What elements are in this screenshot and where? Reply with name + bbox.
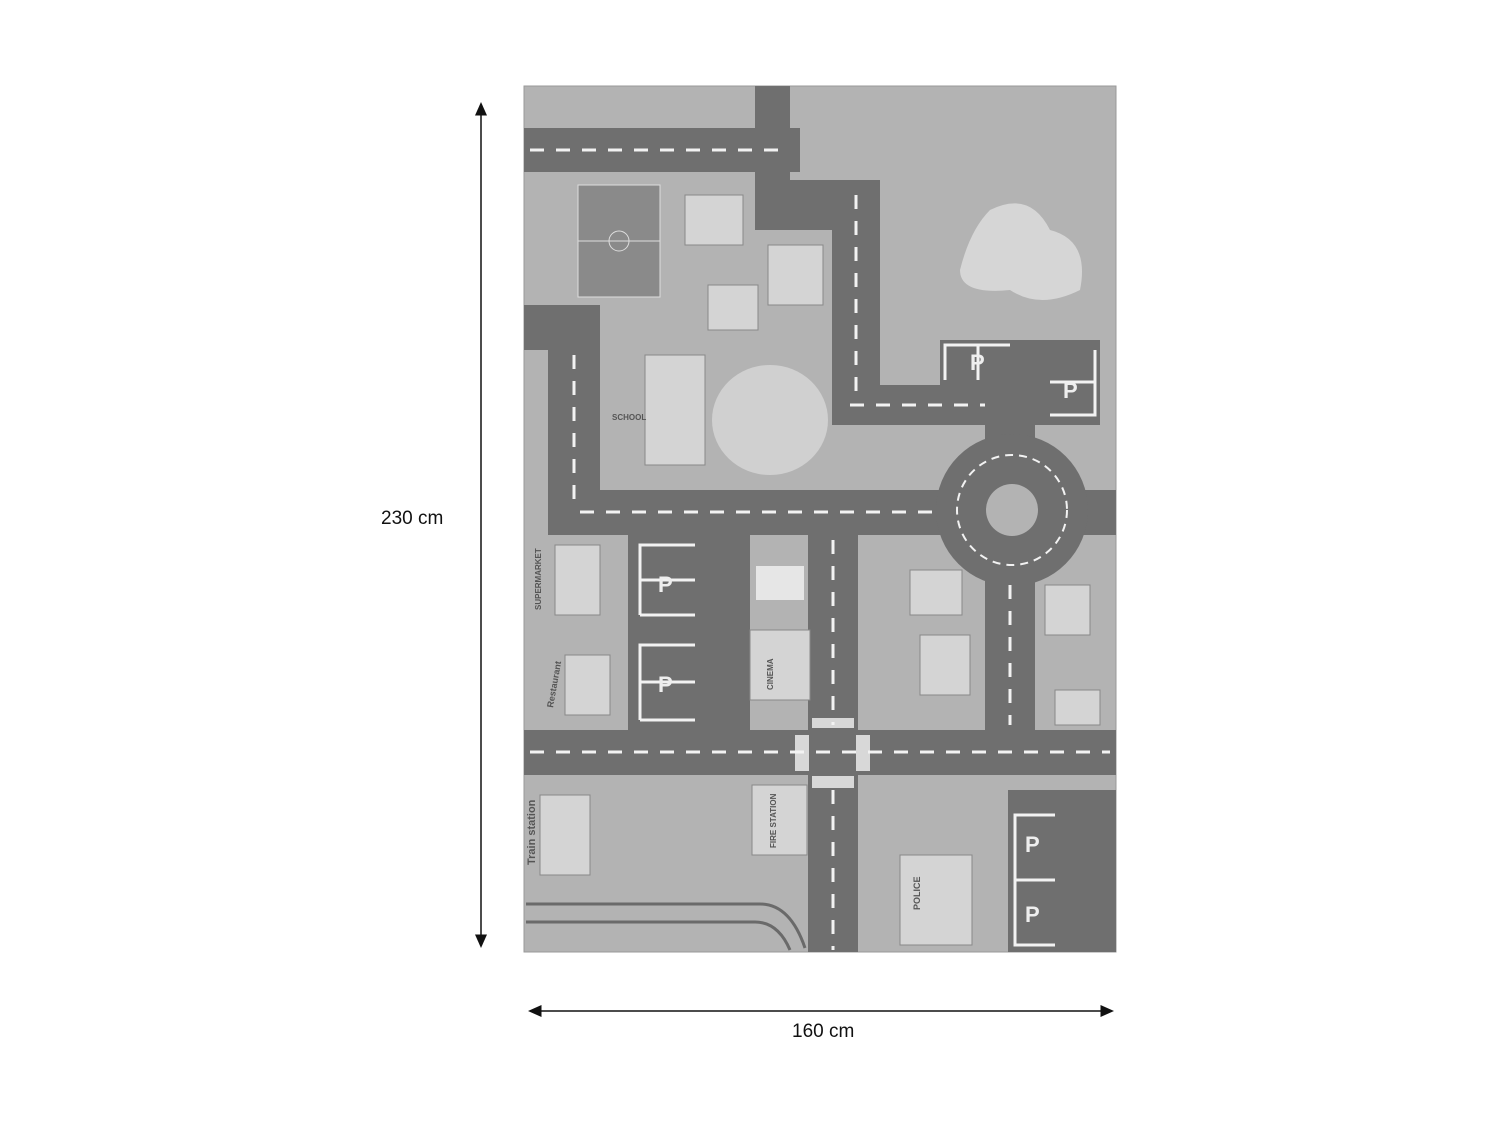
playground bbox=[712, 365, 828, 475]
parking-label: P bbox=[970, 350, 985, 375]
supermarket-label: SUPERMARKET bbox=[534, 548, 543, 610]
parking-label: P bbox=[658, 672, 673, 697]
train-station-label: Train station bbox=[526, 799, 538, 865]
cinema-label: CINEMA bbox=[766, 658, 775, 690]
roads bbox=[524, 86, 1116, 952]
railway bbox=[526, 902, 807, 951]
parking-label: P bbox=[658, 572, 673, 597]
police-label: POLICE bbox=[912, 876, 922, 910]
width-label: 160 cm bbox=[792, 1021, 855, 1042]
pond bbox=[960, 203, 1082, 300]
parking-label: P bbox=[1025, 902, 1040, 927]
school-label: SCHOOL bbox=[612, 413, 646, 422]
rug: P P P P P P bbox=[523, 85, 1117, 953]
lane-markings bbox=[530, 148, 1110, 950]
fire-station-label: FIRE STATION bbox=[769, 793, 778, 848]
parking-label: P bbox=[1025, 832, 1040, 857]
parking-label: P bbox=[1063, 378, 1078, 403]
height-label: 230 cm bbox=[381, 508, 444, 529]
